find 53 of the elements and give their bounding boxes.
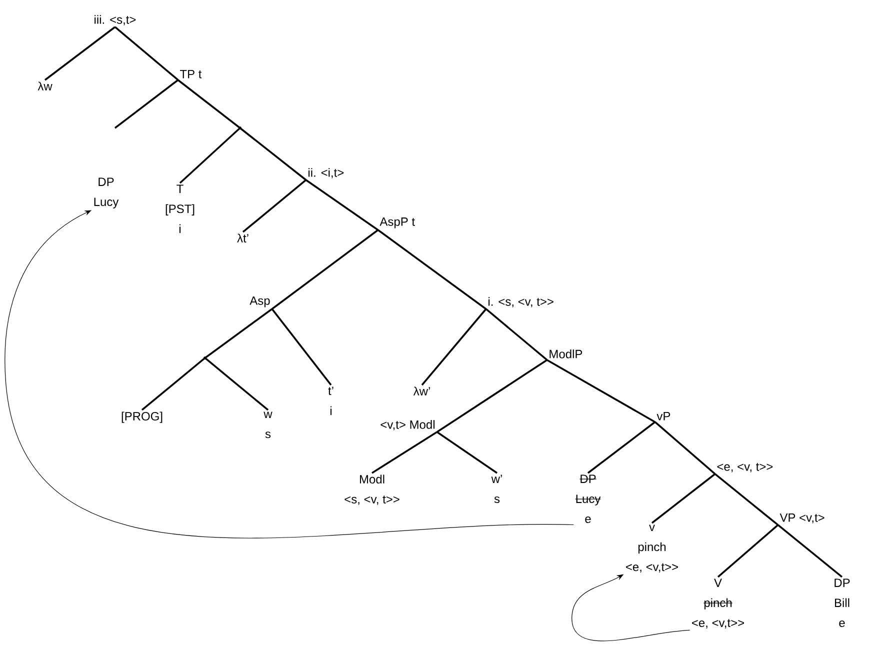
tree-branch bbox=[714, 473, 779, 526]
tree-label: i. <s, <v, t>> bbox=[488, 297, 554, 308]
tree-branch bbox=[372, 431, 438, 474]
tree-branch bbox=[114, 26, 179, 81]
tree-branch bbox=[271, 229, 379, 310]
branch-point bbox=[204, 356, 206, 360]
tree-label: λt’ bbox=[237, 234, 248, 242]
tree-label: v pinch <e, <v,t>> bbox=[626, 524, 678, 573]
movement-arrow bbox=[4, 210, 574, 538]
tree-branch bbox=[485, 308, 548, 361]
movement-arrow bbox=[572, 574, 690, 642]
tree-label: DP Bill e bbox=[834, 578, 850, 628]
tree-branch bbox=[654, 421, 716, 475]
tree-label: DP Lucy bbox=[94, 178, 119, 208]
tree-branch bbox=[179, 127, 241, 184]
tree-label: <v,t> Modl bbox=[380, 420, 434, 430]
tree-branch bbox=[546, 359, 656, 423]
tree-branch bbox=[436, 431, 498, 474]
tree-label: Modl <s, <v, t>> bbox=[344, 474, 400, 505]
tree-label: VP <v,t> bbox=[780, 514, 824, 524]
tree-branch bbox=[177, 79, 241, 129]
tree-label: ModlP bbox=[550, 349, 582, 358]
tree-label: λw bbox=[38, 82, 52, 90]
tree-branch bbox=[141, 357, 206, 411]
branch-point bbox=[238, 126, 242, 130]
tree-branch bbox=[421, 308, 487, 386]
tree-branch bbox=[271, 308, 332, 386]
tree-label: vP bbox=[656, 412, 670, 420]
tree-branch bbox=[777, 524, 843, 578]
tree-branch bbox=[436, 359, 548, 433]
tree-branch bbox=[204, 357, 269, 411]
tree-branch bbox=[242, 179, 307, 233]
tree-label: [PROG] bbox=[122, 412, 162, 423]
tree-branch bbox=[717, 524, 779, 578]
tree-label: T [PST] i bbox=[166, 184, 194, 233]
tree-branch bbox=[377, 229, 487, 310]
tree-label: w s bbox=[264, 412, 272, 438]
tree-label: ii. <i,t> bbox=[308, 168, 344, 178]
tree-label: t’ i bbox=[328, 386, 334, 415]
tree-label: Asp bbox=[250, 296, 270, 308]
tree-branch bbox=[44, 26, 116, 81]
tree-label: λw’ bbox=[413, 386, 430, 396]
tree-label: <e, <v, t>> bbox=[717, 463, 773, 472]
tree-label: AspP t bbox=[380, 218, 415, 228]
tree-branch bbox=[239, 127, 307, 181]
tree-label: TP t bbox=[180, 70, 202, 78]
tree-branch bbox=[306, 179, 379, 231]
tree-branch bbox=[587, 421, 656, 474]
tree-branch bbox=[651, 473, 716, 524]
tree-branch bbox=[114, 79, 179, 129]
tree-label: w’ s bbox=[491, 474, 502, 504]
tree-label: iii. <s,t> bbox=[94, 15, 136, 26]
tree-branch bbox=[204, 308, 273, 359]
